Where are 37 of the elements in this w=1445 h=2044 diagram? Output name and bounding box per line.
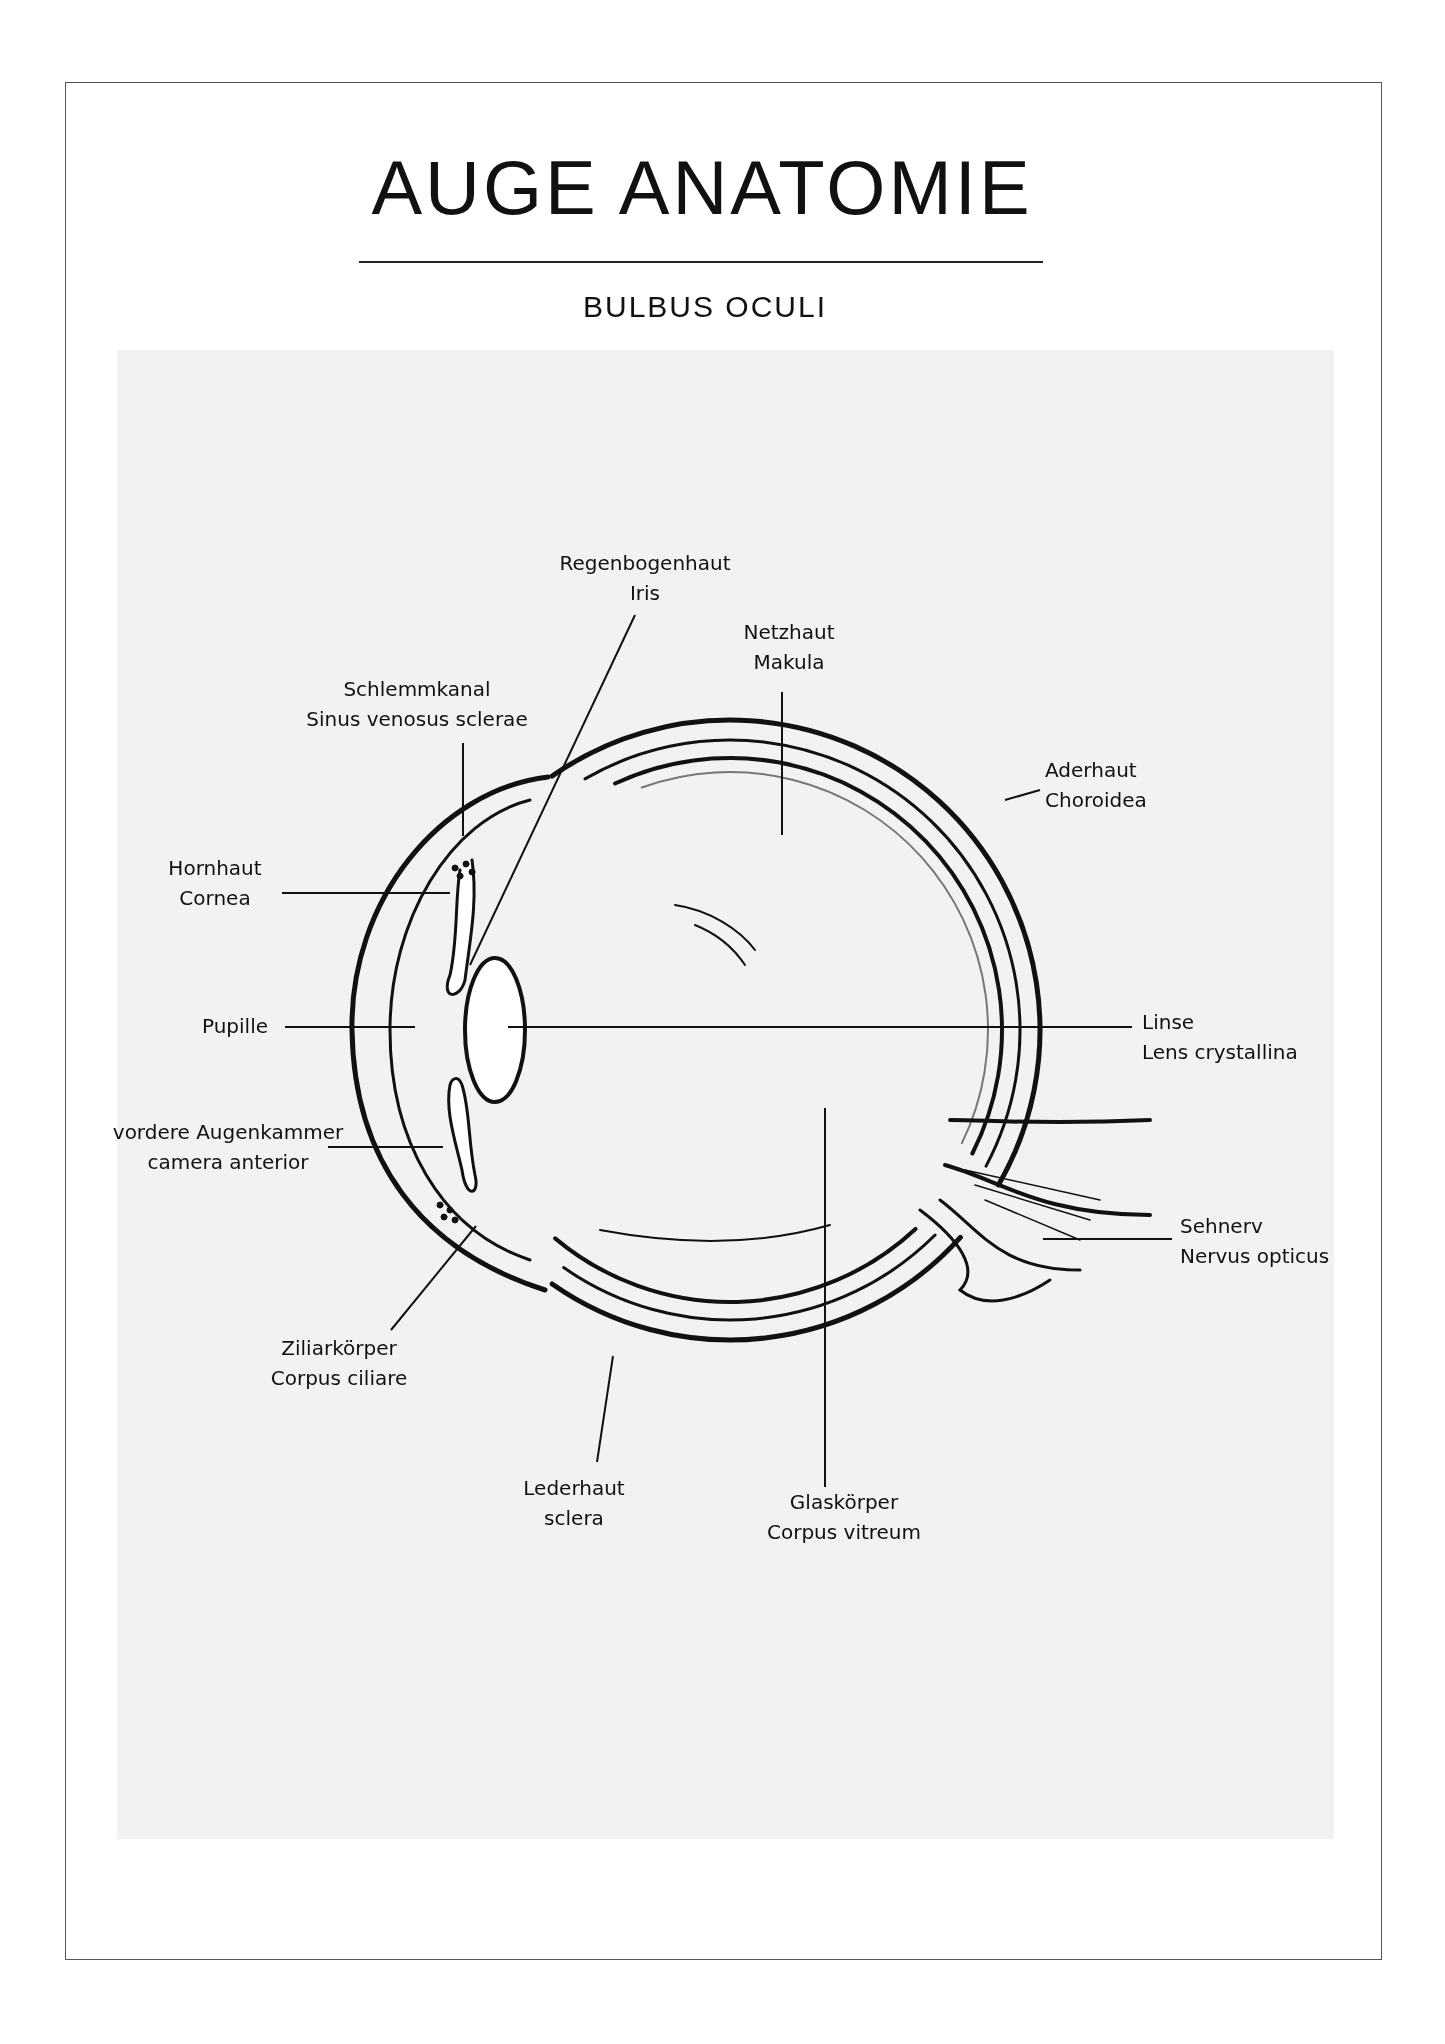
leader-line: [281, 892, 451, 894]
part-label: Sehnerv: [1180, 1214, 1263, 1238]
part-label: Pupille: [201, 1014, 269, 1038]
part-label: vordere Augenkammer: [112, 1120, 344, 1144]
part-label: Schlemmkanal: [343, 677, 491, 701]
part-label: Regenbogenhaut: [559, 551, 731, 575]
leader-line: [327, 1146, 444, 1148]
subtitle: BULBUS OCULI: [581, 290, 829, 324]
leader-line: [462, 742, 464, 837]
leader-line: [596, 1355, 614, 1463]
part-label: camera anterior: [147, 1150, 309, 1174]
part-label: Linse: [1142, 1010, 1195, 1034]
leader-line: [390, 1225, 477, 1331]
part-label: Hornhaut: [168, 856, 262, 880]
part-label: Corpus vitreum: [766, 1520, 922, 1544]
leader-line: [824, 1107, 826, 1488]
leader-line: [507, 1026, 1133, 1028]
leader-line: [284, 1026, 416, 1028]
part-label: Makula: [753, 650, 825, 674]
part-label: Nervus opticus: [1180, 1244, 1330, 1268]
part-label: Lederhaut: [523, 1476, 625, 1500]
part-label: Iris: [629, 581, 661, 605]
part-label: Choroidea: [1045, 788, 1147, 812]
part-label: Aderhaut: [1045, 758, 1137, 782]
part-label: Corpus ciliare: [270, 1366, 408, 1390]
part-label: Sinus venosus sclerae: [306, 707, 528, 731]
part-label: sclera: [544, 1506, 604, 1530]
leader-line: [469, 614, 636, 966]
leader-line: [781, 691, 783, 836]
part-label: Ziliarkörper: [281, 1336, 397, 1360]
part-label: Cornea: [179, 886, 251, 910]
part-label: Lens crystallina: [1142, 1040, 1298, 1064]
leader-line: [1004, 789, 1041, 801]
leader-line: [1042, 1238, 1173, 1240]
part-label: Glaskörper: [789, 1490, 899, 1514]
part-label: Netzhaut: [743, 620, 835, 644]
title: AUGE ANATOMIE: [370, 150, 1034, 226]
